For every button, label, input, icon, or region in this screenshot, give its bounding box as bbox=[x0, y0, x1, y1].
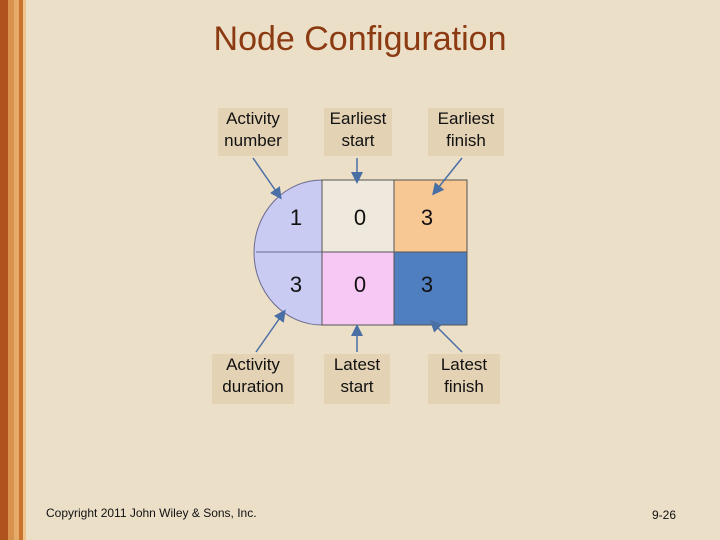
page-title: Node Configuration bbox=[213, 20, 507, 58]
activity-duration-value: 3 bbox=[290, 272, 302, 297]
latest-start-value: 0 bbox=[354, 272, 366, 297]
arrow-earliest-finish bbox=[432, 157, 463, 196]
latest-finish-value: 3 bbox=[421, 272, 433, 297]
decorative-side-stripes bbox=[0, 0, 28, 540]
arrow-latest-finish bbox=[429, 319, 463, 353]
stripe bbox=[23, 0, 26, 540]
earliest-finish-value: 3 bbox=[421, 205, 433, 230]
latest-finish-label: Latest finish bbox=[428, 354, 500, 404]
stripe bbox=[19, 0, 23, 540]
page-number: 9-26 bbox=[652, 508, 677, 522]
arrow-activity-duration bbox=[255, 309, 286, 353]
activity-number-value: 1 bbox=[290, 205, 302, 230]
stripe bbox=[0, 0, 8, 540]
earliest-finish-label: Earliest finish bbox=[428, 108, 504, 156]
stripe bbox=[14, 0, 19, 540]
earliest-start-label: Earliest start bbox=[324, 108, 392, 156]
activity-duration-label: Activity duration bbox=[212, 354, 294, 404]
stripe bbox=[8, 0, 14, 540]
latest-start-cell bbox=[321, 251, 395, 326]
copyright-text: Copyright 2011 John Wiley & Sons, Inc. bbox=[46, 506, 257, 520]
earliest-finish-cell bbox=[393, 179, 468, 253]
activity-number-label: Activity number bbox=[218, 108, 288, 156]
earliest-start-value: 0 bbox=[354, 205, 366, 230]
latest-finish-cell bbox=[393, 251, 468, 326]
arrow-activity-number bbox=[252, 157, 282, 200]
latest-start-label: Latest start bbox=[324, 354, 390, 404]
